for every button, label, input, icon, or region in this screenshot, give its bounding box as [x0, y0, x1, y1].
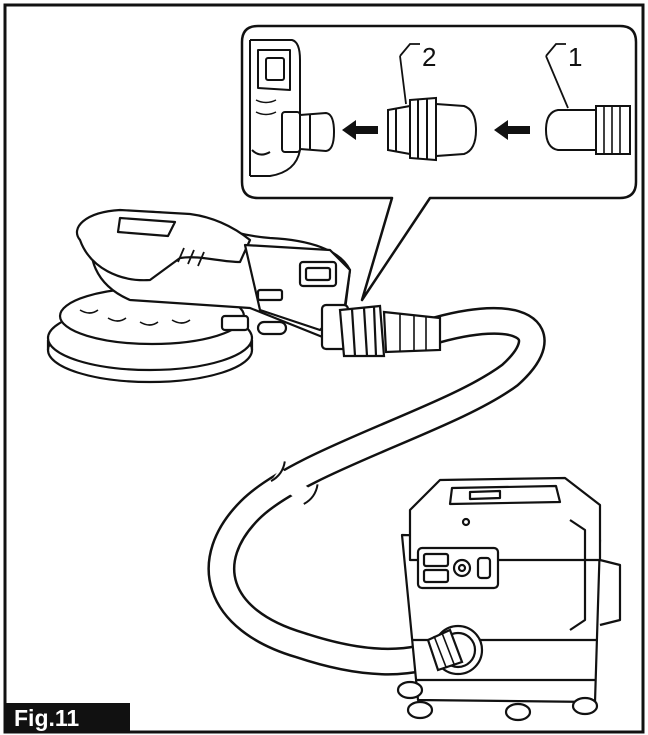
figure-label: Fig.11	[6, 703, 130, 733]
leader-lines	[399, 43, 569, 109]
callout-number-1: 1	[568, 42, 582, 72]
vacuum-hose	[207, 306, 546, 676]
callout-number-2: 2	[422, 42, 436, 72]
hose-cuff-sander	[338, 304, 442, 358]
figure-frame	[3, 3, 645, 734]
orbital-sander	[46, 208, 352, 384]
detail-adapter-part-2	[387, 96, 478, 162]
callout-bubble	[240, 24, 638, 302]
arrow-left-2	[494, 120, 530, 140]
arrow-left-1	[342, 120, 378, 140]
hose-cuff-vacuum	[426, 628, 464, 672]
hose-break-mark	[270, 461, 319, 505]
detail-sander-nozzle	[249, 39, 335, 177]
detail-hose-cuff-part-1	[544, 105, 631, 155]
vacuum-cleaner	[396, 476, 622, 722]
